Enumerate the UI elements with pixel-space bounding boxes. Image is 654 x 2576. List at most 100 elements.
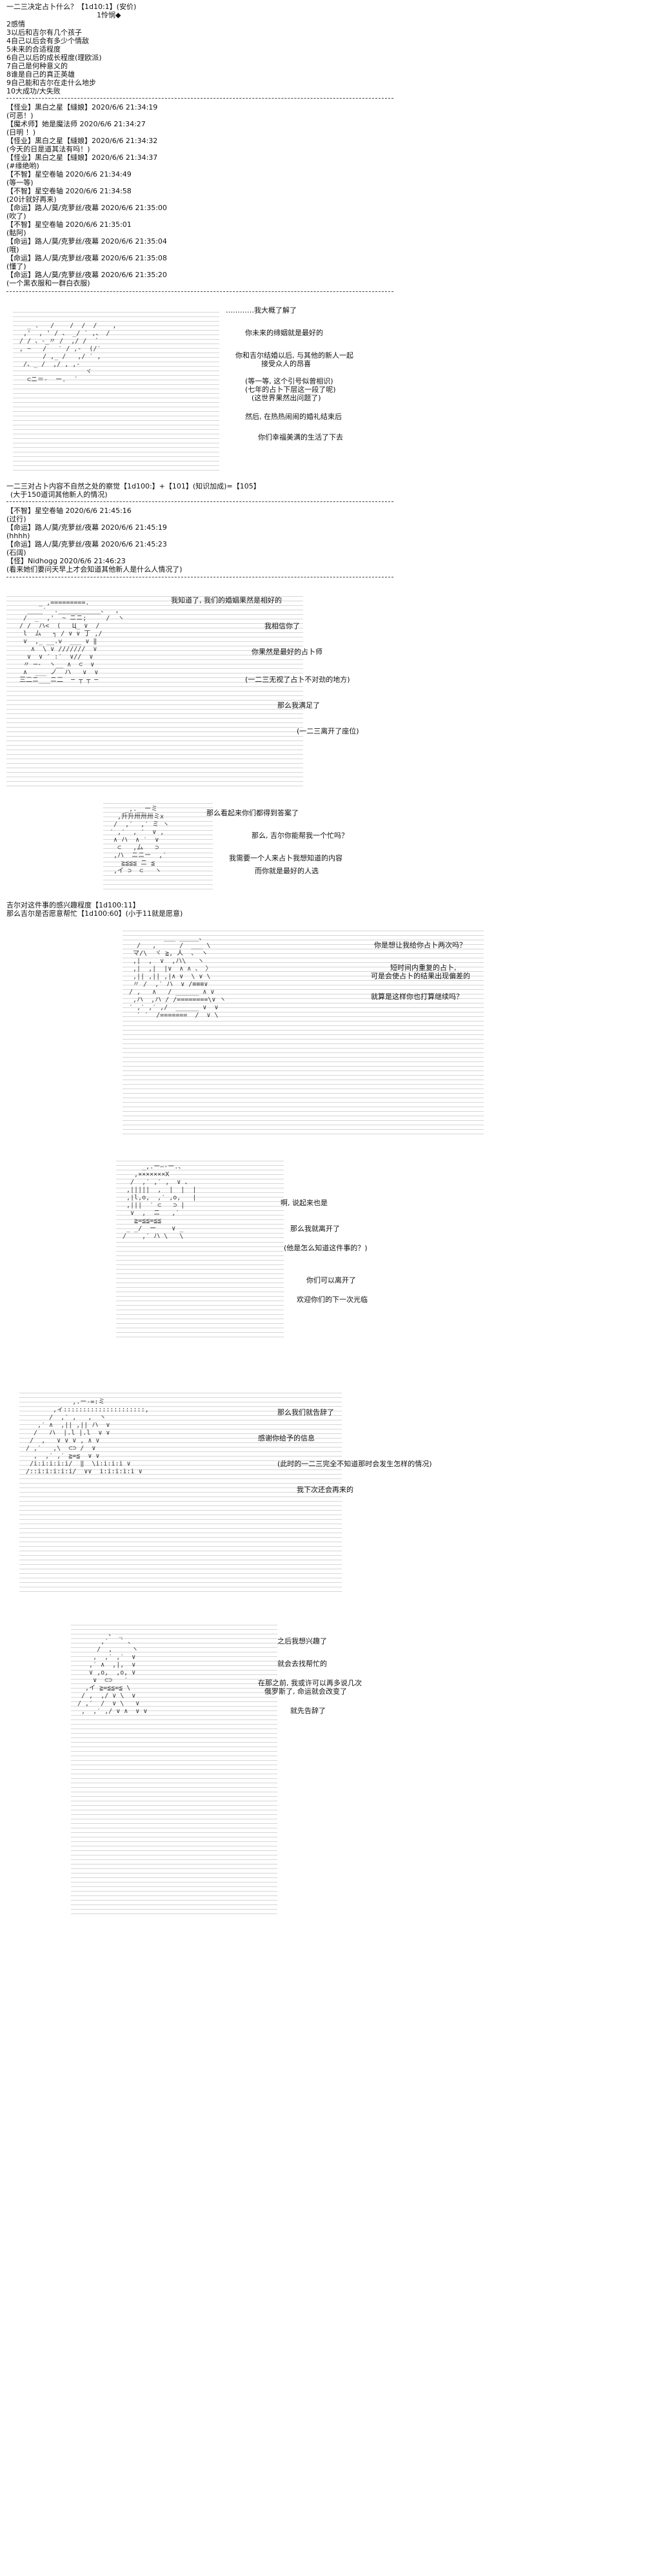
chat-head: 【怪业】黒白之星【縫娘】2020/6/6 21:34:37 <box>6 153 158 162</box>
chat-msg: (懂了) <box>6 262 26 271</box>
dialogue-line: 那么看起来你们都得到答案了 <box>206 809 299 817</box>
ascii-art <box>6 593 303 786</box>
dialogue-line: 可是会使占卜的结果出现偏差的 <box>371 972 470 980</box>
chat-head: 【命运】路人/莫/克萝丝/夜幕 2020/6/6 21:35:00 <box>6 204 167 212</box>
chat-head: 【不智】星空卷轴 2020/6/6 21:34:58 <box>6 187 132 195</box>
chat-msg: (看来她们要问天早上才会知道其他新人是什么人情况了) <box>6 565 183 574</box>
intro-title: 一二三决定占卜什么？【1d10:1】(安价) <box>6 3 137 11</box>
dialogue-line: (他是怎么知道这件事的？) <box>284 1244 368 1252</box>
dialogue-line: …………我大概了解了 <box>226 306 297 315</box>
dialogue-line: 感谢你给予的信息 <box>258 1434 315 1442</box>
divider <box>6 98 393 99</box>
dialogue-line: 你们幸福美满的生活了下去 <box>258 433 343 441</box>
dialogue-line: (一二三离开了座位) <box>297 727 359 735</box>
chat-head: 【命运】路人/莫/克萝丝/夜幕 2020/6/6 21:35:08 <box>6 254 167 262</box>
ascii-art <box>13 309 219 470</box>
ascii-art: 、 _ ,′ ` 、 / , ヽ , ,′ ,′ ∨ ,′ ∧ ,|, ∨ ∨ … <box>77 1631 148 1715</box>
divider <box>6 291 393 292</box>
chat-msg: (可恶！) <box>6 111 34 120</box>
divider <box>6 501 393 502</box>
ascii-art: _ . / / / / , ,' , ' / 、 _/ ′ ,、 / / / 、… <box>19 322 117 383</box>
dialogue-line: 那么, 吉尔你能帮我一个忙吗？ <box>252 831 348 840</box>
dialogue-line: 欢迎你们的下一次光临 <box>297 1295 368 1304</box>
intro-option: 4自己以后会有多少个情敌 <box>6 37 89 45</box>
dialogue-line: 啊, 说起来也是 <box>281 1199 328 1207</box>
dialogue-line: 你们可以离开了 <box>306 1276 356 1284</box>
intro-option: 8谁是自己的真正英雄 <box>6 70 75 79</box>
ascii-art-panel: 、 _ ,′ ` 、 / , ヽ , ,′ ,′ ∨ ,′ ∧ ,|, ∨ ∨ … <box>6 1618 497 1921</box>
ascii-art <box>19 1392 342 1592</box>
chat-head: 【怪业】黒白之星【縫娘】2020/6/6 21:34:32 <box>6 137 158 145</box>
dialogue-line: 我下次还会再来的 <box>297 1486 353 1494</box>
dialogue-line: 接受众人的昂喜 <box>261 360 311 368</box>
dialogue-line: 你和吉尔结婚以后, 与其他的新人一起 <box>235 351 353 360</box>
roll-line: (大于150道词其他新人的情况) <box>10 490 108 499</box>
ascii-art <box>123 928 484 1134</box>
dialogue-line: 那么我们就告辞了 <box>277 1408 334 1417</box>
ascii-art-panel: _,.__ーミ ,升升卅卅卅ミx / ,′ ,′ ミ ヽ ′ ,′ , ′ ∨ … <box>90 799 413 896</box>
chat-head: 【不智】星空卷轴 2020/6/6 21:35:01 <box>6 220 132 229</box>
roll-line: 一二三对占卜内容不自然之处的察觉【1d100:】+【101】(知识加成)=【10… <box>6 482 261 490</box>
chat-msg: (一个黒衣服和一群白衣服) <box>6 279 90 287</box>
dialogue-line: 你果然是最好的占卜师 <box>252 648 322 656</box>
dialogue-line: (这世界果然出问题了) <box>252 394 321 402</box>
dialogue-line: 俄罗斯了, 命运就会改变了 <box>264 1687 347 1696</box>
dialogue-line: 我知道了, 我们的婚姻果然是相好的 <box>171 596 282 605</box>
dialogue-line: 那么我就离开了 <box>290 1225 340 1233</box>
ascii-art-panel: _ ,=========. ____′ .___________、 , / _ … <box>6 586 458 793</box>
chat-head: 【怪业】黒白之星【縫娘】2020/6/6 21:34:19 <box>6 103 158 111</box>
ascii-art: _ ,=========. ____′ .___________、 , / _ … <box>19 599 124 684</box>
ascii-art: ___ _____、 / , / ___ \ マ/\ ヾ ≧, 人 、 ヽ ,|… <box>129 935 226 1019</box>
intro-option: 10大成功/大失败 <box>6 87 61 95</box>
chat-msg: (#缘绝哟) <box>6 162 39 170</box>
chat-head: 【魔术师】她是魔法师 2020/6/6 21:34:27 <box>6 120 146 128</box>
dialogue-line: 我需要一个人来占卜我想知道的内容 <box>229 854 342 862</box>
intro-option: 9自己能和吉尔在走什么地步 <box>6 79 96 87</box>
dialogue-line: 我相信你了 <box>264 622 300 630</box>
chat-head: 【命运】路人/莫/克萝丝/夜幕 2020/6/6 21:45:23 <box>6 540 167 548</box>
chat-msg: (过行) <box>6 515 26 523</box>
roll-line: 吉尔对这件事的感兴趣程度【1d100:11】 <box>6 901 140 909</box>
dialogue-line: 就先告辞了 <box>290 1707 326 1715</box>
dialogue-line: (等一等, 这个引号似曾相识) <box>245 377 333 385</box>
dialogue-line: 就会去找帮忙的 <box>277 1660 327 1668</box>
chat-head: 【命运】路人/莫/克萝丝/夜幕 2020/6/6 21:35:04 <box>6 237 167 246</box>
chat-msg: (吹了) <box>6 212 26 220</box>
ascii-art: _,.__ーミ ,升升卅卅卅ミx / ,′ ,′ ミ ヽ ′ ,′ , ′ ∨ … <box>110 806 170 875</box>
ascii-art-panel: _ . / / / / , ,' , ' / 、 _/ ′ ,、 / / / 、… <box>6 303 458 477</box>
intro-option: 5未来的合适程度 <box>6 45 61 53</box>
intro-option: 2感情 <box>6 20 25 28</box>
chat-msg: (等一等) <box>6 179 34 187</box>
chat-head: 【怪】Nidhogg 2020/6/6 21:46:23 <box>6 557 126 565</box>
chat-msg: (hhhh) <box>6 532 30 540</box>
dialogue-line: 而你就是最好的人选 <box>255 867 319 875</box>
chat-msg: (20计就好再来) <box>6 195 57 204</box>
dialogue-line: 那么我满足了 <box>277 701 320 710</box>
chat-msg: (石阔) <box>6 548 26 557</box>
intro-option: 7自己是何种意义的 <box>6 62 68 70</box>
chat-msg: (日明 ！) <box>6 128 36 137</box>
intro-option: 6自己以后的成长程度(理欧派) <box>6 53 102 62</box>
chat-head: 【不智】星空卷轴 2020/6/6 21:34:49 <box>6 170 132 179</box>
chat-msg: (骷阿) <box>6 229 26 237</box>
roll-line: 那么吉尔是否愿意帮忙【1d100:60】(小于11就是愿意) <box>6 909 183 918</box>
ascii-art-panel: ___ _____、 / , / ___ \ マ/\ ヾ ≧, 人 、 ヽ ,|… <box>6 922 497 1141</box>
dialogue-line: 然后, 在热热闹闹的婚礼结束后 <box>245 412 342 421</box>
chat-head: 【命运】路人/莫/克萝丝/夜幕 2020/6/6 21:45:19 <box>6 523 167 532</box>
intro-sub: 1怜悯◆ <box>97 11 121 19</box>
ascii-art: ,.ー‐=:ミ ,ィ:::::::::::::::::::::, / ,′ , … <box>26 1399 149 1475</box>
dialogue-line: 之后我想兴趣了 <box>277 1637 327 1645</box>
dialogue-line: 你是想让我给你占卜两次吗？ <box>374 941 466 949</box>
chat-msg: (哦) <box>6 246 19 254</box>
dialogue-line: 你未来的缔姻就是最好的 <box>245 329 323 337</box>
ascii-art <box>71 1624 277 1914</box>
chat-head: 【命运】路人/莫/克萝丝/夜幕 2020/6/6 21:35:20 <box>6 271 167 279</box>
ascii-art <box>116 1157 284 1337</box>
dialogue-line: 在那之前, 我或许可以再多说几次 <box>258 1679 362 1687</box>
dialogue-line: 就算是这样你也打算继续吗？ <box>371 993 463 1001</box>
dialogue-line: (一二三无视了占卜不对劲的地方) <box>245 675 350 684</box>
chat-head: 【不智】星空卷轴 2020/6/6 21:45:16 <box>6 507 132 515</box>
dialogue-line: 短时间内重复的占卜, <box>390 964 457 972</box>
intro-option: 3以后和吉尔有几个孩子 <box>6 28 82 37</box>
